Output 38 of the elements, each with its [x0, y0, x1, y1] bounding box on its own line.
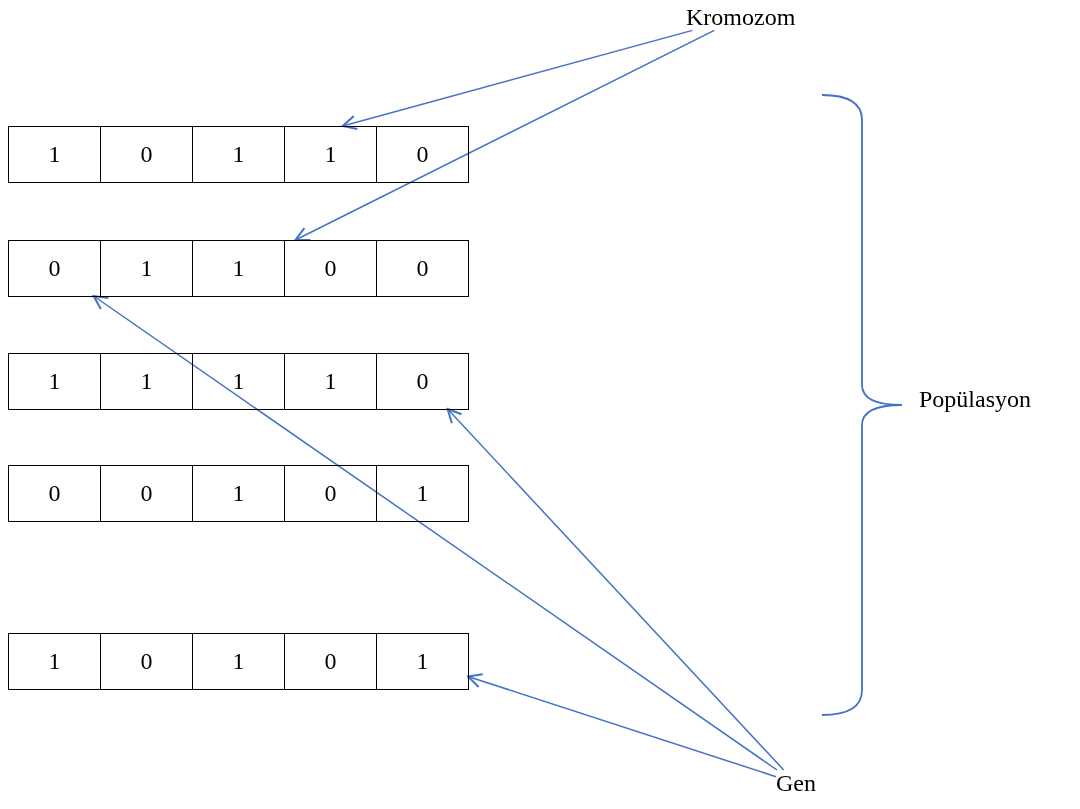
- leader-arrow: [446, 408, 785, 771]
- gene-cell: 1: [284, 354, 376, 409]
- chromosome-row: [8, 240, 469, 297]
- gene-label: Gen: [776, 770, 816, 797]
- chromosome-row: [8, 633, 469, 690]
- gene-cell: 1: [8, 634, 100, 689]
- gene-cell: 0: [100, 634, 192, 689]
- gene-cell: 1: [192, 354, 284, 409]
- gene-cell: 1: [192, 241, 284, 296]
- population-label: Popülasyon: [919, 386, 1031, 413]
- leader-arrow: [294, 29, 716, 241]
- gene-cell: 0: [376, 127, 468, 182]
- gene-cell: 0: [100, 127, 192, 182]
- gene-cell: 1: [8, 354, 100, 409]
- chromosome-row: [8, 465, 469, 522]
- gene-cell: 1: [376, 466, 468, 521]
- gene-cell: 0: [100, 466, 192, 521]
- gene-cell: 1: [100, 354, 192, 409]
- gene-cell: 1: [8, 127, 100, 182]
- gene-cell: 1: [192, 466, 284, 521]
- gene-cell: 0: [8, 466, 100, 521]
- leader-arrow: [92, 295, 778, 771]
- gene-cell: 0: [284, 634, 376, 689]
- gene-cell: 0: [8, 241, 100, 296]
- gene-cell: 0: [284, 241, 376, 296]
- chromosome-row: [8, 126, 469, 183]
- gene-cell: 1: [192, 634, 284, 689]
- gene-cell: 1: [100, 241, 192, 296]
- gene-cell: 1: [376, 634, 468, 689]
- gene-cell: 0: [284, 466, 376, 521]
- leader-arrow: [467, 673, 777, 778]
- gene-cell: 0: [376, 354, 468, 409]
- chromosome-row: [8, 353, 469, 410]
- chromosome-label: Kromozom: [686, 4, 796, 31]
- gene-cell: 0: [376, 241, 468, 296]
- leader-arrow: [341, 29, 694, 130]
- gene-cell: 1: [192, 127, 284, 182]
- gene-cell: 1: [284, 127, 376, 182]
